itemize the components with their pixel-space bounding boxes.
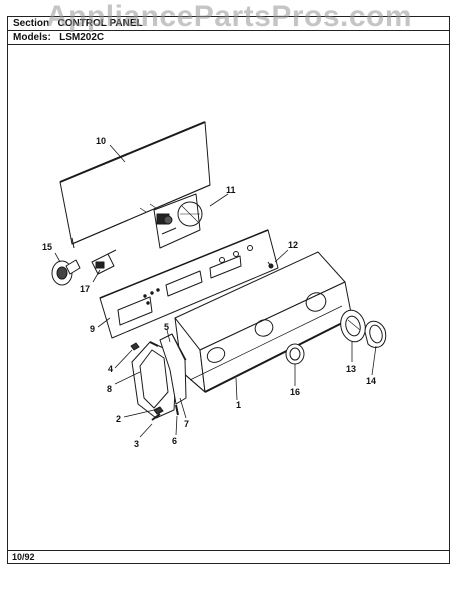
panel-insert-part-9	[99, 229, 279, 339]
callout-13: 13	[346, 364, 356, 374]
rear-panel-part-10	[59, 121, 211, 249]
callout-6: 6	[172, 436, 177, 446]
callout-7: 7	[184, 419, 189, 429]
callout-1: 1	[236, 400, 241, 410]
callout-9: 9	[90, 324, 95, 334]
callout-3: 3	[134, 439, 139, 449]
screw-part-12	[268, 263, 274, 269]
callout-10: 10	[96, 136, 106, 146]
section-value: CONTROL PANEL	[57, 18, 143, 29]
callout-17: 17	[80, 284, 90, 294]
models-row: Models: LSM202C	[8, 31, 449, 45]
footer-date: 10/92	[8, 550, 449, 563]
callout-2: 2	[116, 414, 121, 424]
callout-11: 11	[226, 185, 236, 195]
callout-16: 16	[290, 387, 300, 397]
console-part-1	[174, 251, 353, 393]
callout-12: 12	[288, 240, 298, 250]
section-label: Section	[13, 18, 50, 29]
parts-sheet: Section CONTROL PANEL Models: LSM202C 10…	[7, 16, 450, 564]
knob-part-16	[285, 343, 305, 365]
leader-lines	[54, 144, 377, 438]
clip-part-2	[153, 406, 164, 415]
bracket-part-5	[159, 333, 187, 405]
clip-part-4	[130, 342, 140, 351]
timer-part-11	[153, 193, 203, 249]
screw-part-3	[151, 413, 161, 421]
callout-5: 5	[164, 322, 169, 332]
end-cap-part-8	[131, 341, 177, 419]
dial-skirt-part-13	[340, 309, 366, 343]
section-row: Section CONTROL PANEL	[8, 17, 449, 31]
callout-14: 14	[366, 376, 376, 386]
switch-part-15	[51, 259, 81, 286]
callout-4: 4	[108, 364, 113, 374]
callout-8: 8	[107, 384, 112, 394]
switch-part-17	[91, 249, 117, 275]
callout-15: 15	[42, 242, 52, 252]
knob-part-14	[364, 320, 387, 348]
models-value: LSM202C	[59, 32, 105, 43]
models-label: Models:	[13, 32, 51, 43]
screw-part-6	[175, 404, 179, 416]
callout-labels: 10 11 15 17 12 9 5 4 8 2 3 6 7 1 13 14 1…	[42, 136, 376, 449]
